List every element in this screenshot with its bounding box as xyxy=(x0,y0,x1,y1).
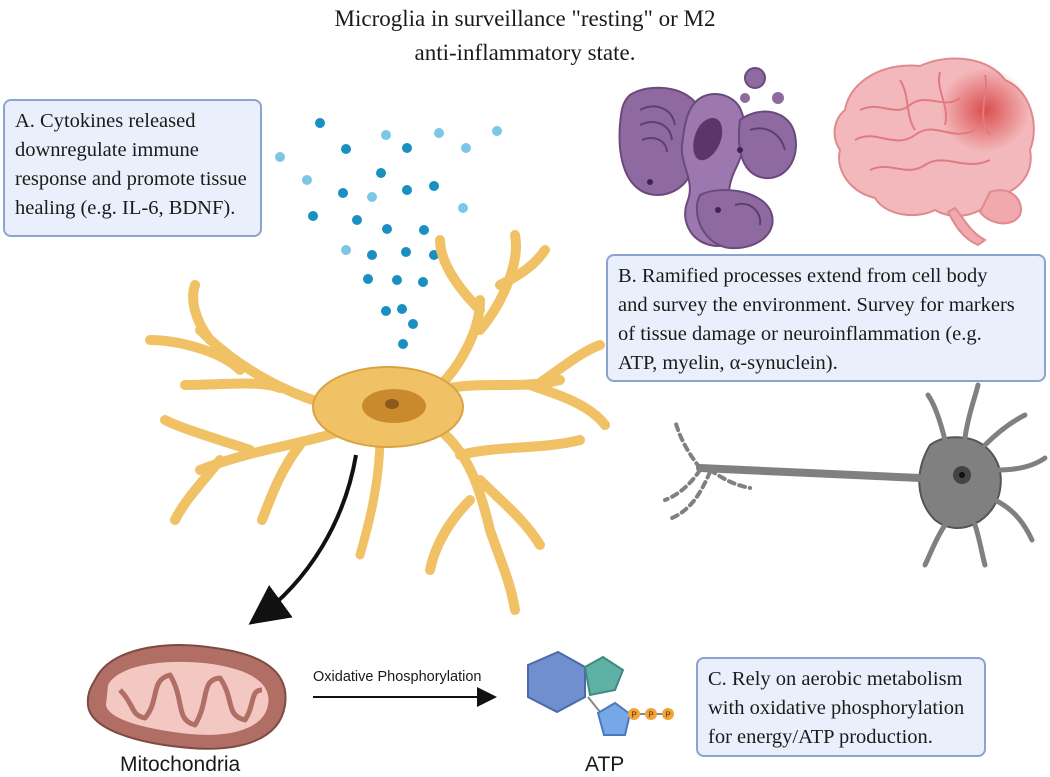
atp-molecule-icon: P P P xyxy=(527,650,674,736)
note-a-line: downregulate immune xyxy=(15,139,199,161)
brain-icon xyxy=(833,57,1035,247)
title-line-2: anti-inflammatory state. xyxy=(414,40,636,65)
note-b-line: B. Ramified processes extend from cell b… xyxy=(618,265,988,287)
phosphate-label: P xyxy=(631,711,636,720)
note-b-line: of tissue damage or neuroinflammation (e… xyxy=(618,323,982,345)
note-c-line: with oxidative phosphorylation xyxy=(708,697,965,719)
note-a-line: A. Cytokines released xyxy=(15,110,196,132)
note-cytokines: A. Cytokines released downregulate immun… xyxy=(3,99,262,237)
note-c-line: for energy/ATP production. xyxy=(708,726,933,748)
note-ramified-processes: B. Ramified processes extend from cell b… xyxy=(606,254,1046,382)
diagram-title: Microglia in surveillance "resting" or M… xyxy=(230,2,820,70)
phosphate-label: P xyxy=(648,711,653,720)
note-b-line: and survey the environment. Survey for m… xyxy=(618,294,1015,316)
neuron-icon xyxy=(663,382,1048,568)
oxphos-label: Oxidative Phosphorylation xyxy=(313,669,482,685)
note-c-line: C. Rely on aerobic metabolism xyxy=(708,668,963,690)
mitochondria-icon xyxy=(86,644,287,750)
title-line-1: Microglia in surveillance "resting" or M… xyxy=(334,6,716,31)
note-aerobic-metabolism: C. Rely on aerobic metabolism with oxida… xyxy=(696,657,986,757)
note-b-line: ATP, myelin, α-synuclein). xyxy=(618,352,838,374)
note-a-line: healing (e.g. IL-6, BDNF). xyxy=(15,197,236,219)
microglia-cell-icon xyxy=(145,230,610,615)
cytokine-cluster xyxy=(275,118,502,349)
mitochondria-label: Mitochondria xyxy=(120,753,241,776)
atp-label: ATP xyxy=(585,753,625,776)
phosphate-label: P xyxy=(665,711,670,720)
note-a-line: response and promote tissue xyxy=(15,168,247,190)
damaged-cells-icon xyxy=(618,67,797,250)
metabolism-arrow xyxy=(248,454,358,625)
